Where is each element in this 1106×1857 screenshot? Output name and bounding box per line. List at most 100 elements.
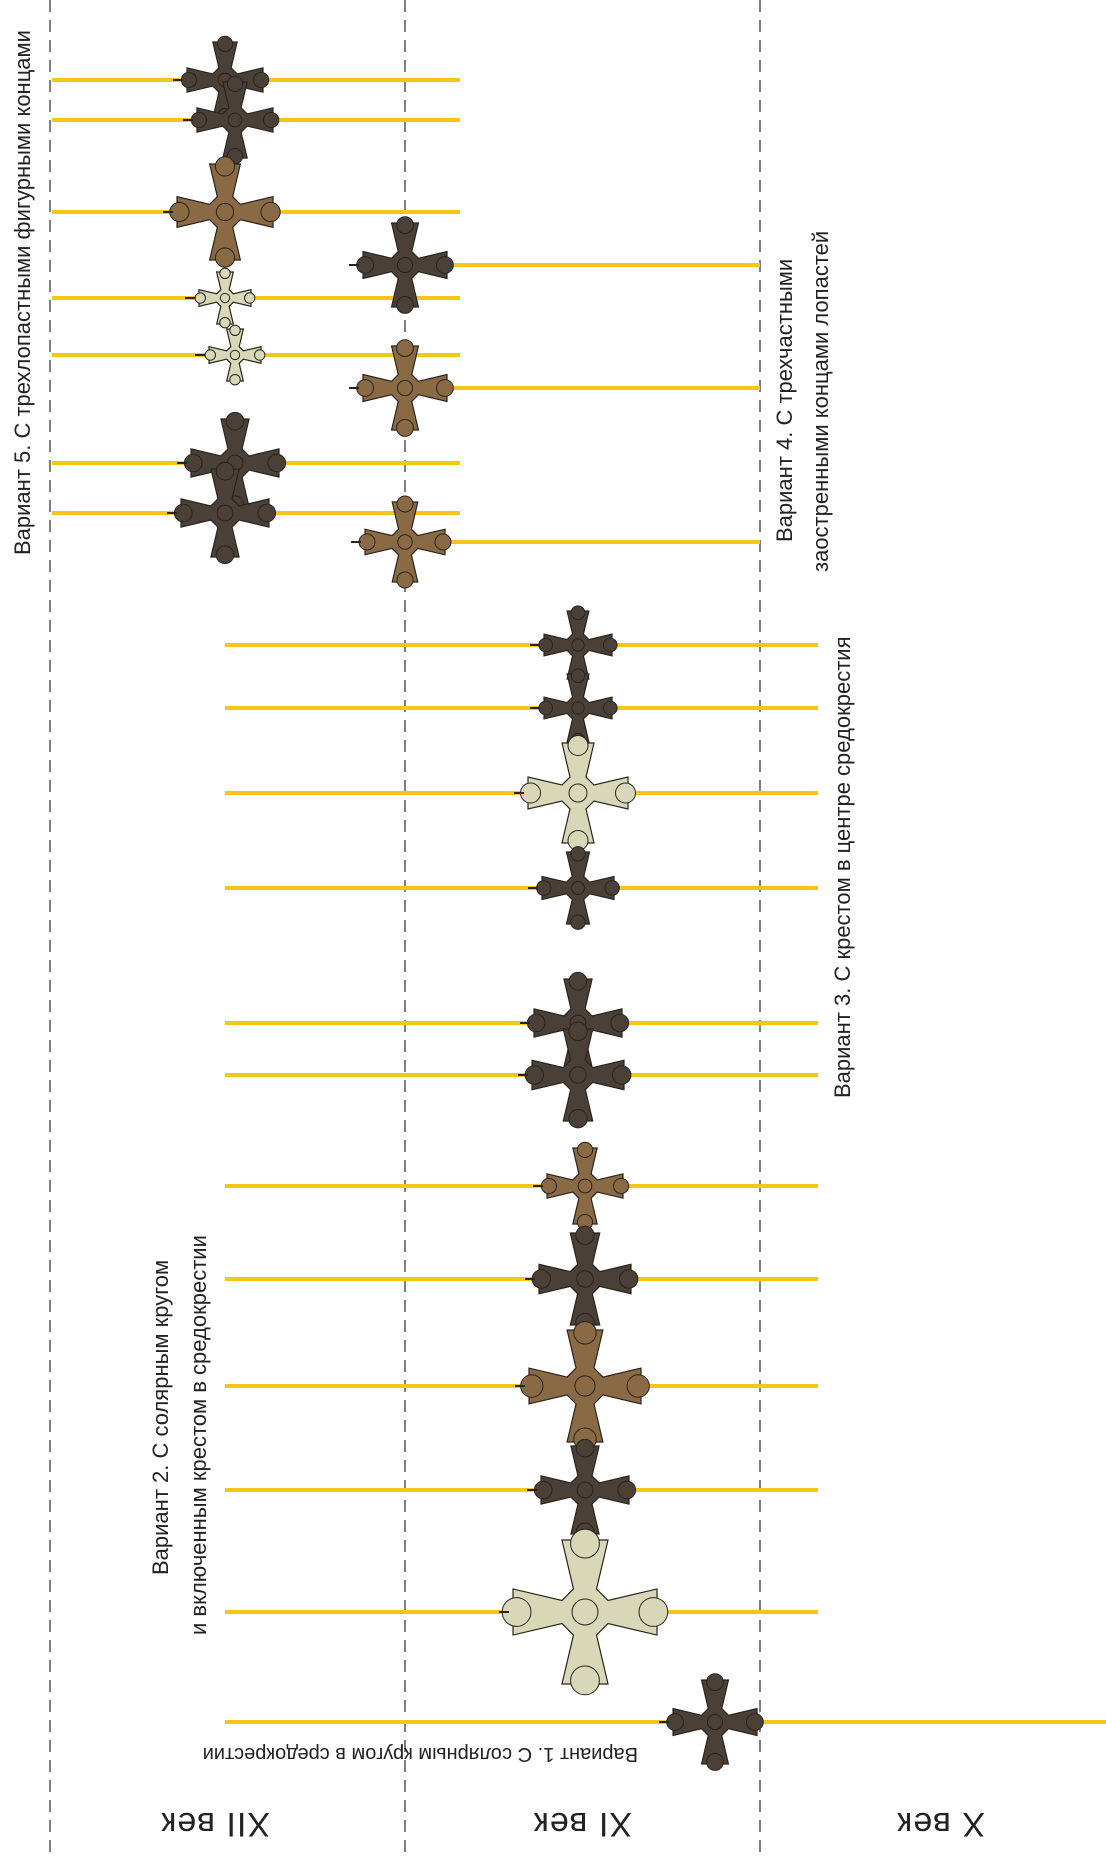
cross-lobe (229, 374, 241, 386)
cross-lobe (538, 700, 554, 716)
cross-shape (540, 1445, 630, 1535)
cross-lobe (229, 324, 241, 336)
cross-shape (208, 328, 262, 382)
cross-lobe (214, 247, 236, 268)
variant-2-label-line1: Вариант 2. С солярным кругом (148, 1259, 173, 1575)
cross-shape (672, 1679, 758, 1765)
pectoral-cross-icon (499, 1528, 669, 1696)
cross-lobe (396, 216, 414, 235)
cross-lobe (526, 1013, 546, 1033)
cross-center (219, 292, 231, 304)
pectoral-cross-icon (527, 1438, 637, 1542)
cross-lobe (604, 880, 620, 896)
cross-shape (531, 1028, 625, 1122)
cross-center (568, 783, 588, 803)
cross-lobe (575, 1225, 595, 1246)
cross-lobe (356, 256, 375, 274)
cross-lobe (626, 1374, 650, 1398)
cross-center (571, 881, 585, 895)
cross-lobe (570, 605, 586, 621)
cross-lobe (568, 971, 588, 991)
cross-lobe (244, 292, 256, 304)
cross-lobe (612, 1065, 632, 1085)
cross-lobe (396, 296, 414, 314)
century-label-xi: XI век (532, 1805, 632, 1843)
cross-shape (362, 222, 448, 308)
cross-lobe (204, 349, 217, 361)
variant-2-label-line2: и включенным крестом в средокрестии (186, 1235, 211, 1635)
cross-lobe (183, 453, 203, 473)
pectoral-cross-icon (163, 156, 281, 268)
cross-lobe (533, 1480, 553, 1500)
cross-lobe (706, 1673, 724, 1691)
cross-lobe (570, 1665, 600, 1696)
cross-lobe (396, 571, 414, 589)
cross-center (227, 112, 243, 128)
cross-lobe (603, 700, 618, 716)
cross-shape (527, 742, 629, 844)
crosses (163, 35, 764, 1771)
cross-center (571, 638, 585, 652)
cross-lobe (619, 1269, 639, 1289)
variant-3-label: Вариант 3. С крестом в центре средокрест… (830, 636, 855, 1099)
cross-lobe (254, 349, 266, 361)
century-label-x: X век (896, 1805, 985, 1843)
cross-shape (538, 1232, 632, 1326)
cross-center (569, 1066, 587, 1084)
cross-center (396, 256, 414, 274)
cross-lobe (568, 1109, 588, 1129)
pectoral-cross-icon (173, 35, 270, 125)
cross-center (576, 1270, 594, 1288)
cross-lobe (617, 1480, 637, 1500)
cross-shape (543, 610, 613, 680)
cross-shape (543, 673, 613, 743)
cross-center (571, 701, 585, 715)
cross-lobe (215, 545, 235, 565)
cross-lobe (190, 111, 207, 129)
cross-center (574, 1375, 596, 1397)
cross-shape (190, 418, 280, 508)
cross-center (397, 534, 413, 550)
cross-lobe (226, 75, 244, 93)
variant-5-label: Вариант 5. С трехлопастными фигурными ко… (10, 30, 35, 555)
pectoral-cross-icon (195, 324, 266, 386)
cross-lobe (216, 35, 234, 53)
cross-shape (196, 81, 274, 159)
cross-shape (176, 163, 274, 261)
cross-lobe (396, 495, 414, 513)
cross-lobe (358, 533, 376, 551)
cross-shape (512, 1539, 658, 1685)
cross-center (576, 1481, 594, 1499)
cross-lobe (396, 339, 414, 358)
cross-lobe (567, 735, 589, 756)
cross-lobe (570, 668, 586, 684)
pectoral-cross-icon (528, 846, 620, 930)
pectoral-cross-icon (185, 267, 256, 329)
cross-lobe (214, 156, 236, 177)
cross-lobe (576, 1141, 594, 1159)
cross-lobe (219, 317, 231, 329)
cross-lobe (215, 461, 235, 481)
cross-lobe (257, 503, 277, 523)
cross-shape (198, 271, 252, 325)
pectoral-cross-icon (349, 339, 454, 437)
cross-center (706, 1713, 724, 1731)
cross-lobe (570, 846, 586, 862)
cross-lobe (173, 503, 193, 523)
cross-lobe (260, 201, 281, 223)
cross-center (577, 1178, 593, 1194)
variant-4-label-line1: Вариант 4. С трехчастными (772, 258, 797, 542)
pectoral-cross-icon (518, 1021, 632, 1129)
variant-1-label: Вариант 1. С солярным кругом в средокрес… (202, 1743, 638, 1765)
cross-shape (362, 345, 448, 431)
cross-lobe (613, 1177, 630, 1195)
pectoral-cross-icon (349, 216, 454, 314)
pectoral-cross-icon (515, 1321, 650, 1451)
cross-lobe (570, 914, 586, 930)
cross-lobe (536, 880, 552, 896)
cross-lobe (434, 533, 452, 551)
cross-lobe (746, 1713, 764, 1731)
cross-lobe (253, 71, 270, 89)
